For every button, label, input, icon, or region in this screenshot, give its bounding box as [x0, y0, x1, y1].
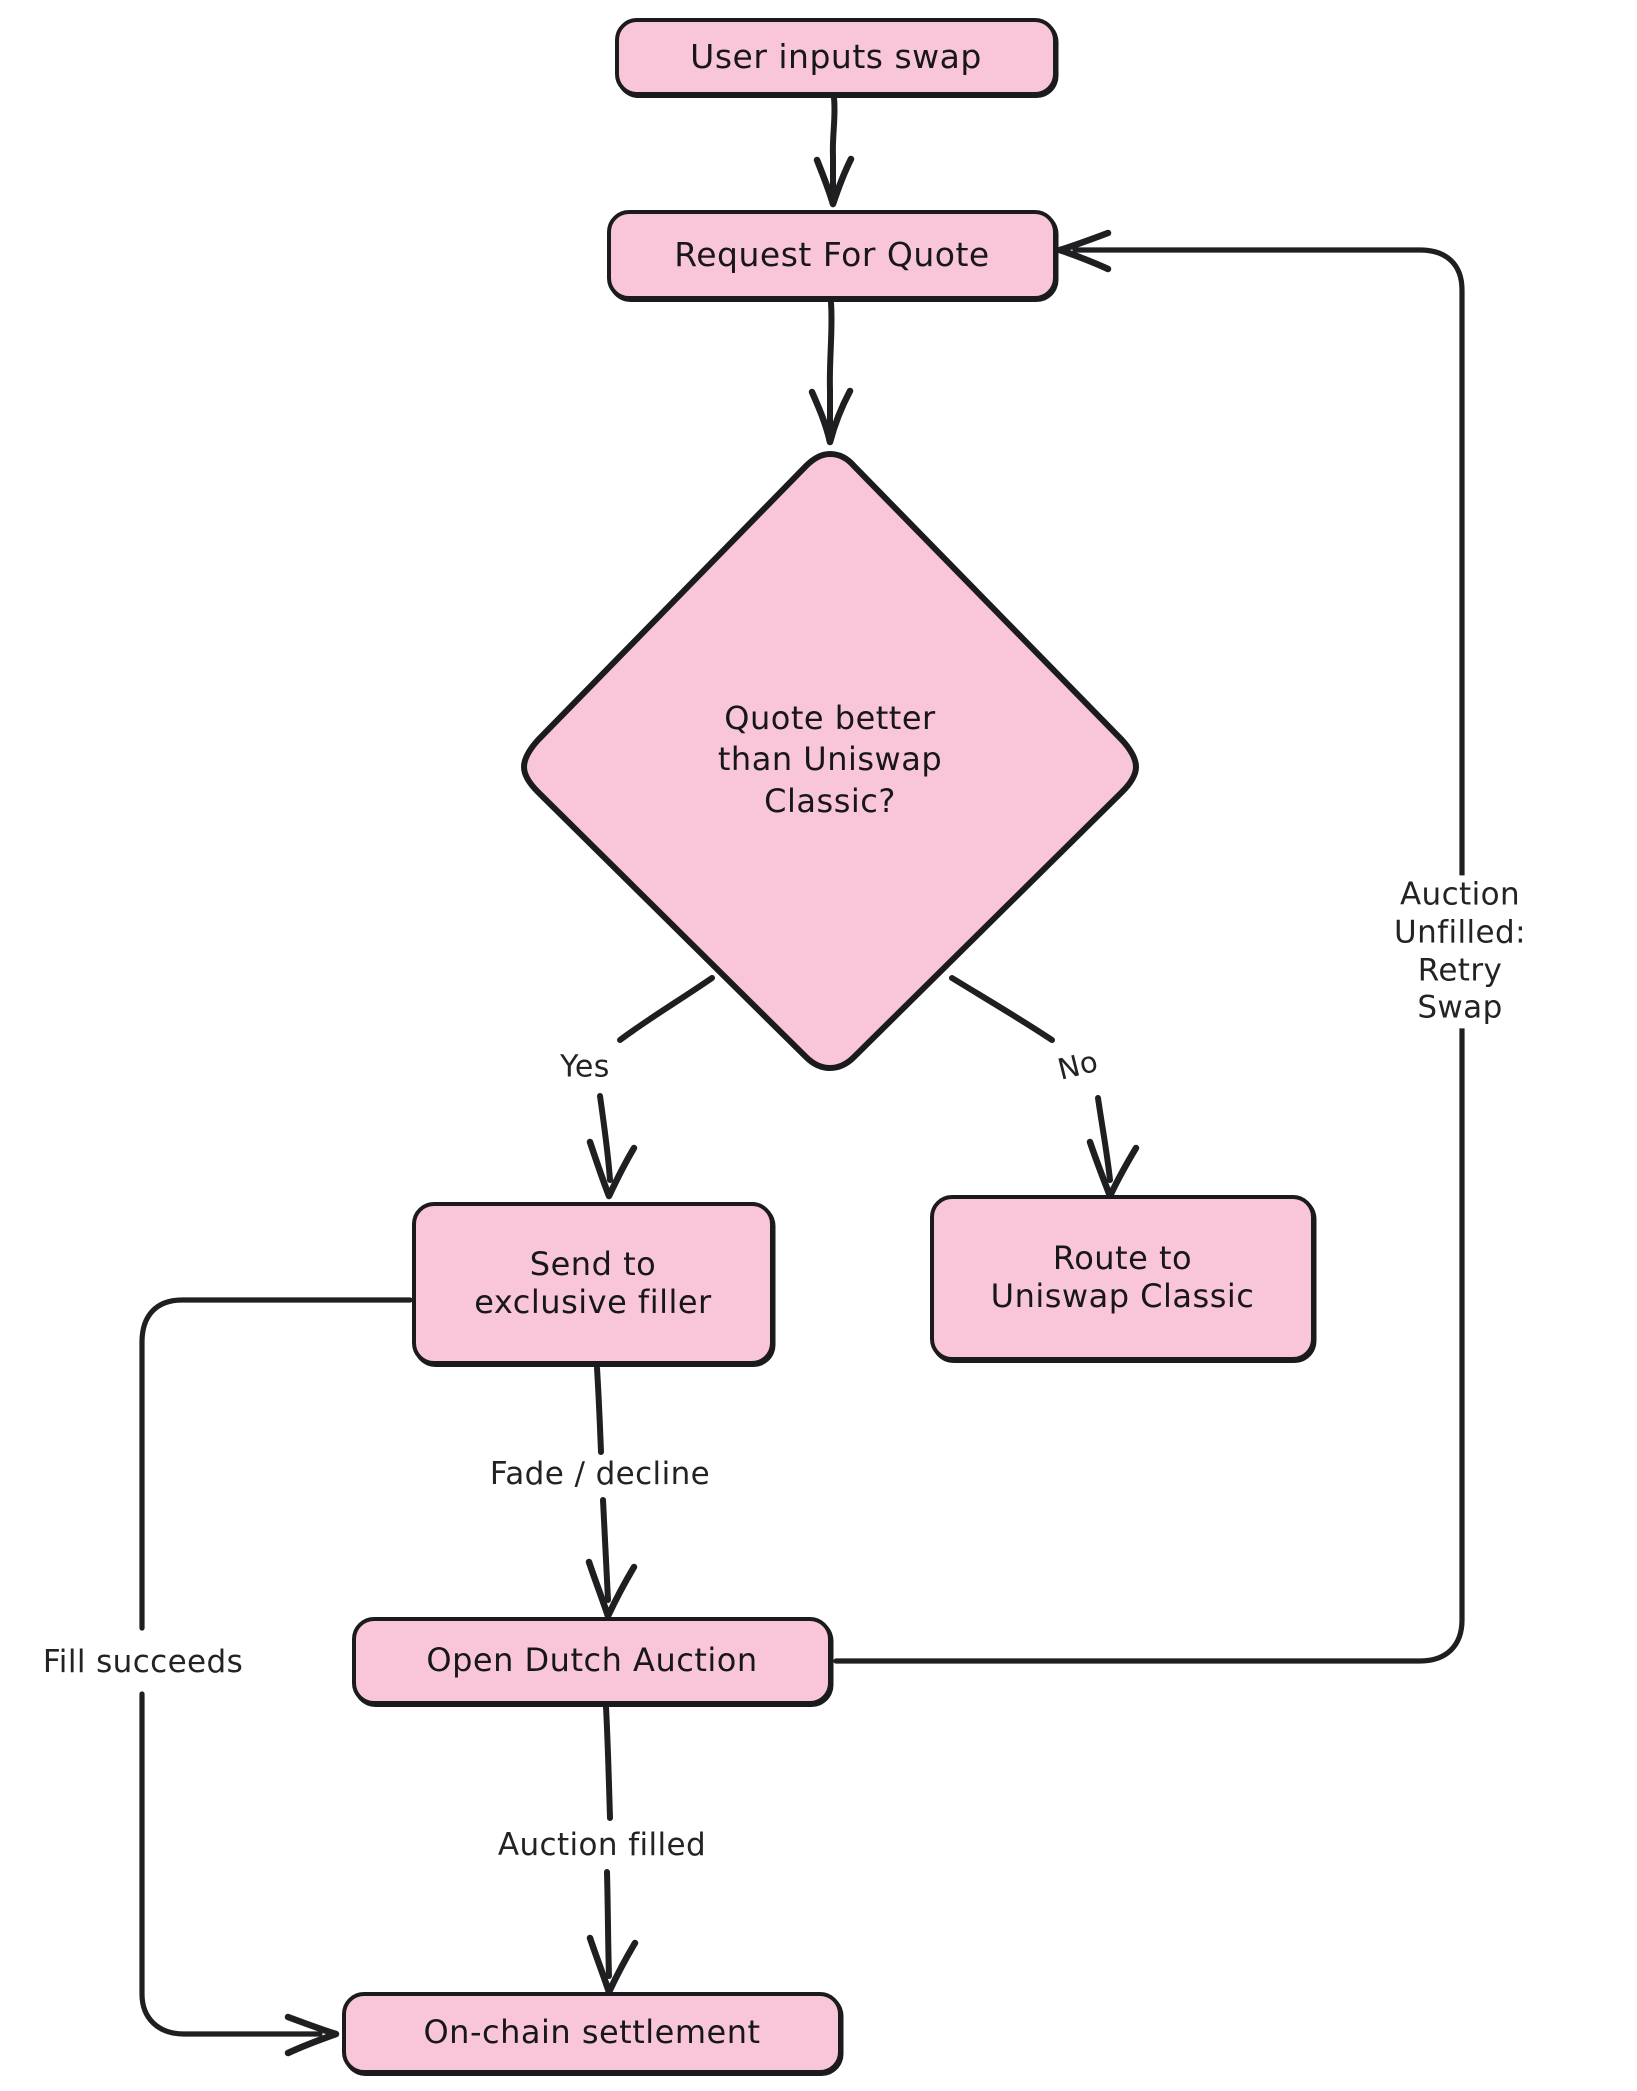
node-on-chain-settlement[interactable]: On-chain settlement — [342, 1992, 842, 2074]
edge-rfq-to-decision — [808, 300, 854, 446]
node-send-to-exclusive-filler[interactable]: Send to exclusive filler — [412, 1202, 774, 1365]
edge-user-inputs-to-rfq — [813, 95, 855, 208]
node-label-quote-better-decision: Quote better than Uniswap Classic? — [717, 698, 943, 820]
node-label-send-to-exclusive-filler: Send to exclusive filler — [474, 1244, 712, 1321]
node-request-for-quote[interactable]: Request For Quote — [607, 210, 1057, 300]
edge-auction-retry-swap — [833, 229, 1465, 1664]
node-user-inputs-swap[interactable]: User inputs swap — [615, 18, 1057, 96]
edge-label-fill-succeeds: Fill succeeds — [37, 1643, 249, 1683]
edge-label-fade-decline: Fade / decline — [484, 1455, 716, 1495]
edge-decision-yes — [586, 975, 715, 1200]
node-label-user-inputs-swap: User inputs swap — [690, 36, 982, 76]
diamond-shape — [521, 451, 1139, 1071]
edge-label-auction-filled: Auction filled — [492, 1826, 712, 1866]
node-quote-better-decision[interactable]: Quote better than Uniswap Classic? — [510, 440, 1150, 1080]
edge-filler-fill-succeeds — [139, 1297, 413, 2057]
node-label-on-chain-settlement: On-chain settlement — [423, 2013, 761, 2052]
edge-filler-to-auction — [585, 1365, 638, 1620]
edge-label-auction-unfilled-retry-swap: Auction Unfilled: Retry Swap — [1371, 875, 1549, 1029]
edge-label-yes: Yes — [560, 1049, 610, 1085]
node-route-to-uniswap-classic[interactable]: Route to Uniswap Classic — [930, 1195, 1315, 1361]
node-label-request-for-quote: Request For Quote — [674, 234, 990, 274]
node-label-route-to-uniswap-classic: Route to Uniswap Classic — [990, 1239, 1255, 1315]
node-label-open-dutch-auction: Open Dutch Auction — [426, 1641, 758, 1680]
node-open-dutch-auction[interactable]: Open Dutch Auction — [352, 1617, 832, 1705]
